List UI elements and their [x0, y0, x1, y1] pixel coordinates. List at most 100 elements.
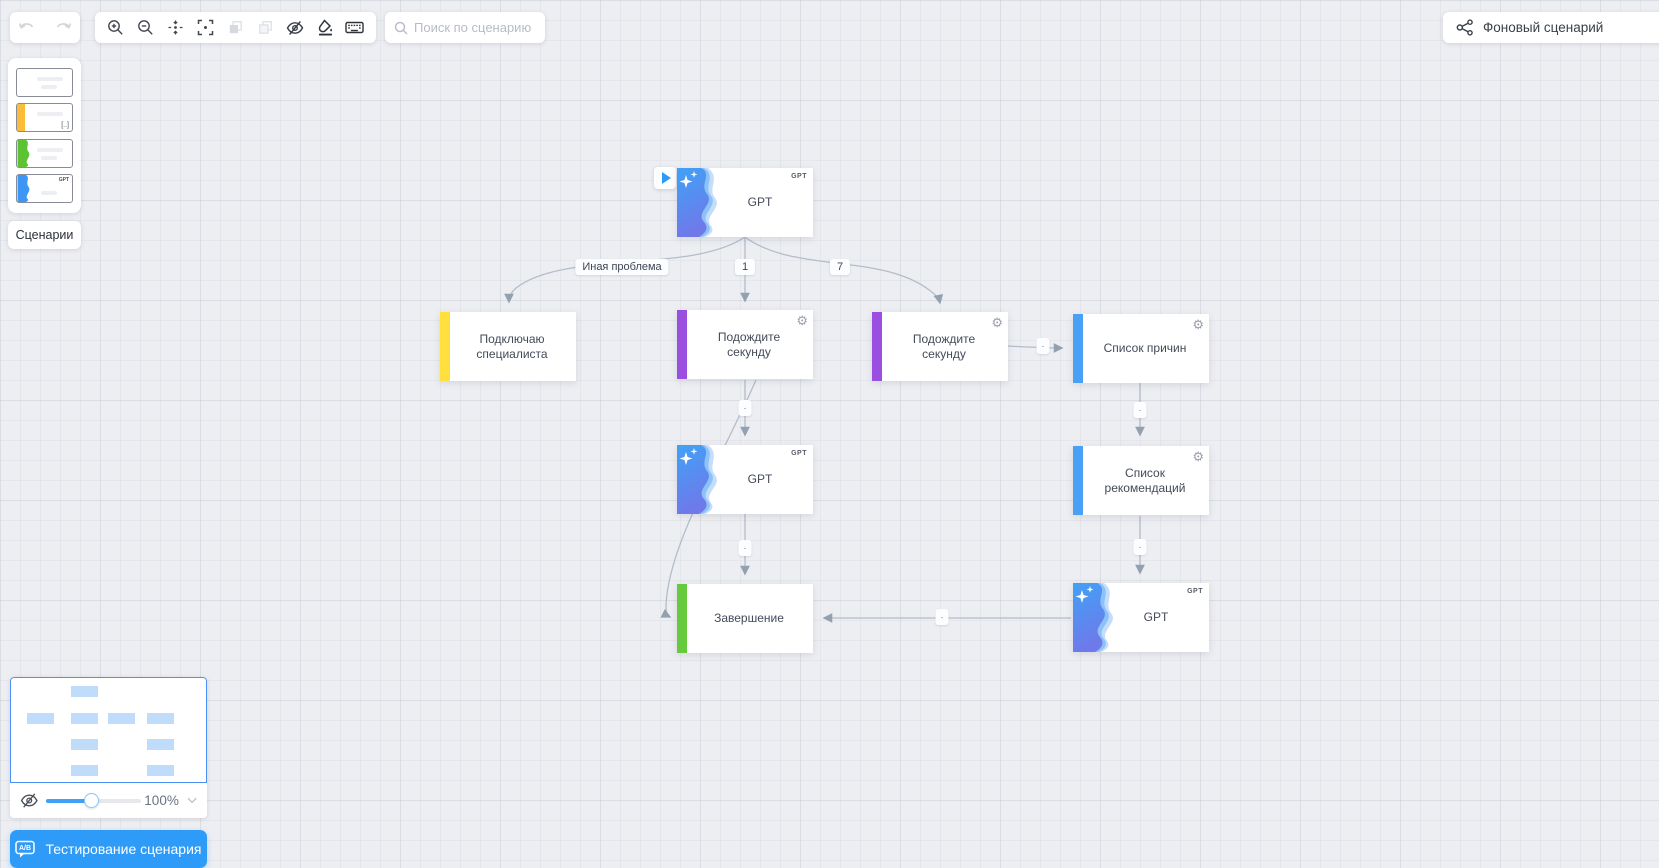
palette-item-message[interactable] — [16, 68, 73, 98]
variable-glyph: [..] — [61, 122, 69, 130]
thumb-wave — [17, 139, 30, 167]
thumb-text-line — [41, 190, 57, 195]
test-scenario-button[interactable]: A/B Тестирование сценария — [10, 830, 207, 868]
edge-dot-label[interactable]: · — [738, 540, 752, 556]
node-label: Список рекомендаций — [1104, 465, 1186, 495]
node-color-bar — [677, 584, 687, 653]
thumb-text-line — [41, 85, 57, 90]
node-label: Подождите секунду — [717, 329, 781, 359]
minimap-viewport[interactable] — [10, 677, 207, 783]
minimap-node — [71, 686, 98, 697]
node-color-bar — [1073, 314, 1083, 383]
sparkle-icon — [690, 448, 698, 455]
edge-dot-label[interactable]: · — [935, 609, 949, 625]
background-scenario-button[interactable]: Фоновый сценарий — [1443, 12, 1659, 43]
node-label: Подключаю специалиста — [476, 331, 548, 361]
slider-knob[interactable] — [84, 793, 100, 808]
undo-redo-toolbar — [10, 12, 80, 43]
minimap: 100% — [10, 677, 207, 818]
edge-dot-label[interactable]: · — [1036, 338, 1050, 354]
minimap-node — [147, 765, 174, 776]
fill-color-icon[interactable] — [313, 16, 337, 40]
node-reasons-list[interactable]: Список причин ⚙ — [1073, 314, 1209, 383]
edge-gpt-to-wait2 — [744, 236, 944, 305]
search-input[interactable] — [414, 20, 534, 35]
node-finish[interactable]: Завершение — [677, 584, 813, 653]
edge-gpt-to-specialist — [504, 236, 746, 304]
node-wait-second-1[interactable]: Подождите секунду ⚙ — [677, 310, 813, 379]
palette-item-action[interactable] — [16, 138, 73, 168]
node-wait-second-2[interactable]: Подождите секунду ⚙ — [872, 312, 1008, 381]
gear-icon[interactable]: ⚙ — [1192, 449, 1204, 464]
node-gpt-start[interactable]: GPT GPT — [677, 168, 813, 237]
play-icon — [661, 172, 671, 184]
scenarios-label: Сценарии — [15, 228, 74, 242]
zoom-in-icon[interactable] — [104, 16, 128, 40]
node-label: Завершение — [714, 611, 784, 625]
scenarios-button[interactable]: Сценарии — [8, 221, 81, 249]
node-connect-specialist[interactable]: Подключаю специалиста — [440, 312, 576, 381]
minimap-node — [71, 713, 98, 724]
palette-item-variable[interactable]: [..] — [16, 103, 73, 133]
sparkle-icon — [1086, 586, 1094, 593]
hide-minimap-icon[interactable] — [20, 792, 38, 809]
undo-icon[interactable] — [16, 16, 40, 40]
gear-icon[interactable]: ⚙ — [1192, 317, 1204, 332]
gear-icon[interactable]: ⚙ — [991, 315, 1003, 330]
thumb-text-line — [37, 147, 63, 152]
node-color-bar — [1073, 446, 1083, 515]
zoom-out-icon[interactable] — [134, 16, 158, 40]
node-label: Список причин — [1103, 341, 1187, 355]
node-gpt-middle[interactable]: GPT GPT — [677, 445, 813, 514]
search-icon — [394, 21, 408, 35]
svg-text:A/B: A/B — [19, 844, 31, 851]
minimap-node — [27, 713, 54, 724]
hide-elements-icon[interactable] — [283, 16, 307, 40]
send-backward-icon[interactable] — [253, 16, 277, 40]
node-label: GPT — [747, 195, 773, 209]
node-label: GPT — [747, 472, 773, 486]
chevron-down-icon[interactable] — [187, 797, 197, 804]
edge-dot-label[interactable]: · — [1133, 402, 1147, 418]
thumb-text-line — [37, 112, 63, 117]
edge-label-1[interactable]: 1 — [734, 259, 756, 275]
gpt-wave-decoration — [677, 445, 717, 514]
node-recommendations-list[interactable]: Список рекомендаций ⚙ — [1073, 446, 1209, 515]
node-label: GPT — [1143, 610, 1169, 624]
edge-wait1-to-end — [660, 379, 757, 618]
minimap-node — [147, 713, 174, 724]
palette-item-gpt[interactable]: GPT — [16, 173, 73, 203]
edge-label-other-problem[interactable]: Иная проблема — [575, 259, 669, 275]
gpt-badge: GPT — [791, 450, 807, 457]
redo-icon[interactable] — [51, 16, 75, 40]
thumb-text-line — [37, 77, 63, 82]
thumb-text-line — [41, 155, 57, 160]
zoom-slider[interactable] — [46, 793, 142, 808]
start-node-play-button[interactable] — [654, 167, 676, 189]
zoom-level-value[interactable]: 100% — [144, 793, 179, 808]
center-view-icon[interactable] — [164, 16, 188, 40]
edge-dot-label[interactable]: · — [1133, 539, 1147, 555]
minimap-node — [108, 713, 135, 724]
thumb-color-bar — [17, 104, 25, 132]
ab-test-icon: A/B — [15, 840, 36, 857]
gear-icon[interactable]: ⚙ — [796, 313, 808, 328]
edge-dot-label[interactable]: · — [738, 400, 752, 416]
edge-wait2-to-reasons — [1007, 343, 1064, 353]
sparkle-icon — [690, 171, 698, 178]
gpt-badge: GPT — [791, 173, 807, 180]
focus-icon[interactable] — [194, 16, 218, 40]
node-color-bar — [677, 310, 687, 379]
thumb-wave — [17, 174, 30, 202]
bring-forward-icon[interactable] — [223, 16, 247, 40]
share-icon — [1456, 19, 1473, 36]
keyboard-icon[interactable] — [343, 16, 367, 40]
test-scenario-label: Тестирование сценария — [45, 841, 202, 857]
canvas-toolbar — [95, 12, 376, 43]
minimap-node — [71, 739, 98, 750]
node-gpt-bottom[interactable]: GPT GPT — [1073, 583, 1209, 652]
node-palette: [..] GPT — [8, 58, 81, 213]
edge-label-7[interactable]: 7 — [829, 259, 851, 275]
sparkle-icon — [679, 175, 693, 188]
